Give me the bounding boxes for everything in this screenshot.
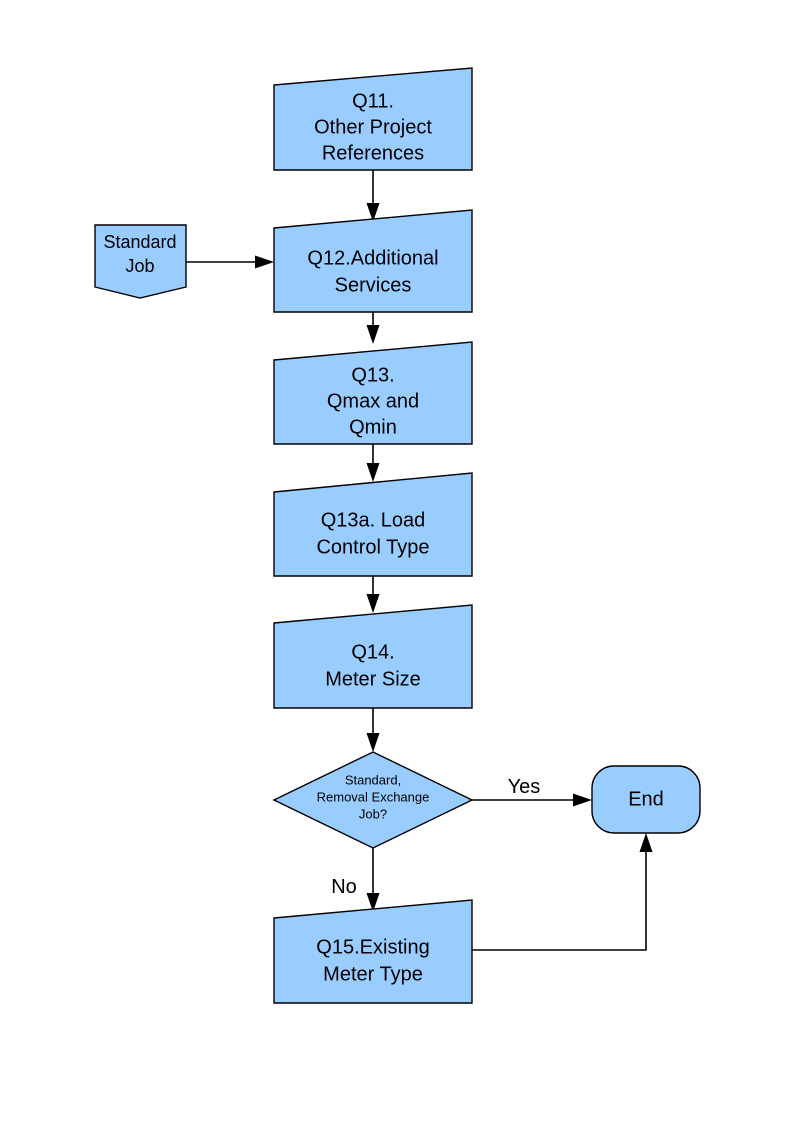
decision-label-line-3: Job? — [359, 806, 387, 821]
q12-label-line-2: Services — [335, 274, 412, 296]
q14-label-line-1: Q14. — [351, 641, 394, 663]
edge-standard-job-to-q12 — [186, 255, 274, 269]
edge-q11-to-q12 — [366, 170, 380, 222]
q11-label-line-2: Other Project — [314, 116, 432, 138]
q15-label-line-1: Q15.Existing — [316, 936, 429, 958]
q13a-label-line-2: Control Type — [316, 536, 429, 558]
edge-q13-to-q13a — [366, 444, 380, 482]
q11-shape — [273, 67, 473, 171]
q13a-label-line-1: Q13a. Load — [321, 509, 426, 531]
q15-shape — [273, 899, 473, 1004]
standard-job-label-line-1: Standard — [103, 232, 176, 252]
decision-label-line-1: Standard, — [345, 772, 401, 787]
edge-q13a-to-q14 — [366, 576, 380, 613]
end-shape — [591, 765, 701, 834]
q13-label-line-3: Qmin — [349, 416, 397, 438]
node-standard-job[interactable]: Standard Job — [94, 224, 187, 299]
node-q14[interactable]: Q14. Meter Size — [273, 604, 473, 709]
q14-label-line-2: Meter Size — [325, 668, 421, 690]
q13-shape — [273, 341, 473, 445]
node-q13a[interactable]: Q13a. Load Control Type — [273, 472, 473, 577]
q14-shape — [273, 604, 473, 709]
q11-label-line-1: Q11. — [352, 90, 394, 112]
edge-label-yes: Yes — [508, 776, 541, 798]
node-q12[interactable]: Q12.Additional Services — [273, 209, 473, 313]
decision-label-line-2: Removal Exchange — [317, 789, 430, 804]
node-end[interactable]: End — [591, 765, 701, 834]
q12-shape — [273, 209, 473, 313]
q13-label-line-1: Q13. — [351, 364, 394, 386]
q11-label-line-3: References — [322, 142, 424, 164]
decision-shape — [272, 751, 474, 849]
node-q15[interactable]: Q15.Existing Meter Type — [273, 899, 473, 1004]
q12-label-line-1: Q12.Additional — [307, 247, 438, 269]
node-q13[interactable]: Q13. Qmax and Qmin — [273, 341, 473, 445]
q13a-shape — [273, 472, 473, 577]
node-decision[interactable]: Standard, Removal Exchange Job? — [272, 751, 474, 849]
node-q11[interactable]: Q11. Other Project References — [273, 67, 473, 171]
standard-job-label-line-2: Job — [125, 256, 154, 276]
edge-q12-to-q13 — [366, 312, 380, 344]
end-label: End — [628, 788, 664, 810]
edge-q15-to-end — [472, 833, 653, 951]
edge-label-no: No — [331, 876, 357, 898]
edge-decision-to-end — [472, 793, 592, 807]
q13-label-line-2: Qmax and — [327, 390, 419, 412]
edge-decision-to-q15 — [366, 848, 380, 912]
q15-label-line-2: Meter Type — [323, 963, 423, 985]
edge-q14-to-decision — [366, 708, 380, 752]
standard-job-shape — [94, 224, 187, 299]
